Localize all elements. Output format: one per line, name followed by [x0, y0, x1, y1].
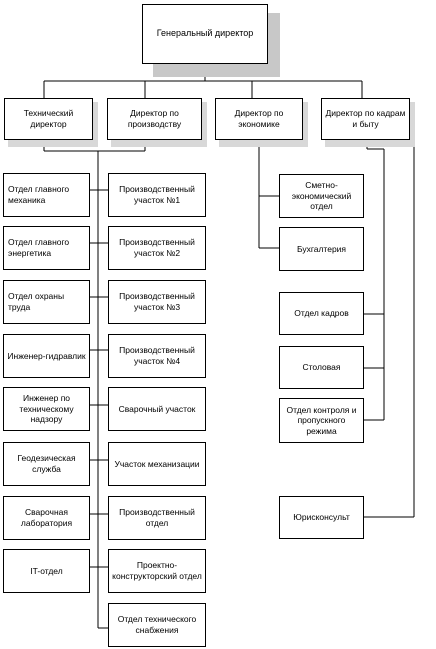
ceo-label: Генеральный директор: [156, 28, 254, 39]
tech-dept-label: Инженер по техническому надзору: [19, 393, 74, 425]
tech-dept: Геодезическая служба: [3, 442, 90, 486]
hr-dept: Отдел контроля и пропускного режима: [279, 398, 364, 443]
tech-dept: Отдел главного механика: [3, 173, 90, 217]
econ-dept: Сметно-экономический отдел: [279, 174, 364, 218]
tech-dept-label: Сварочная лаборатория: [20, 507, 73, 528]
tech-dept-label: Отдел главного механика: [8, 184, 70, 205]
ceo-box: Генеральный директор: [142, 4, 268, 64]
prod-dept-label: Производственный отдел: [119, 507, 195, 528]
prod-dept-label: Производственный участок №4: [119, 345, 195, 366]
hr-dept-label: Отдел кадров: [294, 308, 349, 319]
director-hr: Директор по кадрам и быту: [321, 98, 410, 140]
prod-dept-label: Производственный участок №3: [119, 291, 195, 312]
prod-dept: Участок механизации: [108, 442, 206, 486]
director-economics: Директор по экономике: [215, 98, 303, 140]
director-production-label: Директор по производству: [127, 108, 182, 129]
director-production: Директор по производству: [107, 98, 202, 140]
tech-dept: Сварочная лаборатория: [3, 496, 90, 540]
prod-dept-label: Производственный участок №2: [119, 237, 195, 258]
prod-dept-label: Проектно-конструкторский отдел: [112, 560, 202, 581]
prod-dept: Производственный участок №2: [108, 226, 206, 270]
prod-dept-label: Участок механизации: [114, 458, 200, 469]
director-economics-label: Директор по экономике: [234, 108, 284, 129]
prod-dept: Производственный отдел: [108, 496, 206, 540]
prod-dept-label: Сварочный участок: [118, 403, 196, 414]
director-technical-label: Технический директор: [23, 108, 74, 129]
prod-dept: Проектно-конструкторский отдел: [108, 549, 206, 593]
tech-dept: Инженер-гидравлик: [3, 334, 90, 378]
econ-dept-label: Сметно-экономический отдел: [291, 180, 352, 212]
prod-dept: Производственный участок №1: [108, 173, 206, 217]
director-technical: Технический директор: [4, 98, 93, 140]
econ-dept: Бухгалтерия: [279, 227, 364, 271]
tech-dept: Инженер по техническому надзору: [3, 387, 90, 431]
hr-dept-label: Отдел контроля и пропускного режима: [286, 404, 357, 436]
tech-dept-label: IT-отдел: [30, 565, 63, 576]
tech-dept-label: Отдел охраны труда: [8, 291, 65, 312]
hr-dept: Столовая: [279, 346, 364, 389]
tech-dept: IT-отдел: [3, 549, 90, 593]
hr-dept: Юрисконсульт: [279, 496, 364, 539]
prod-dept-label: Отдел технического снабжения: [117, 614, 197, 635]
tech-dept-label: Отдел главного энергетика: [8, 237, 70, 258]
econ-dept-label: Бухгалтерия: [296, 243, 347, 254]
prod-dept: Сварочный участок: [108, 387, 206, 431]
tech-dept-label: Инженер-гидравлик: [7, 350, 86, 361]
hr-dept-label: Столовая: [302, 362, 341, 373]
prod-dept: Отдел технического снабжения: [108, 603, 206, 647]
prod-dept-label: Производственный участок №1: [119, 184, 195, 205]
tech-dept: Отдел охраны труда: [3, 280, 90, 324]
tech-dept: Отдел главного энергетика: [3, 226, 90, 270]
hr-dept-label: Юрисконсульт: [293, 512, 350, 523]
prod-dept: Производственный участок №4: [108, 334, 206, 378]
prod-dept: Производственный участок №3: [108, 280, 206, 324]
tech-dept-label: Геодезическая служба: [17, 453, 76, 474]
hr-dept: Отдел кадров: [279, 292, 364, 335]
director-hr-label: Директор по кадрам и быту: [325, 108, 406, 129]
